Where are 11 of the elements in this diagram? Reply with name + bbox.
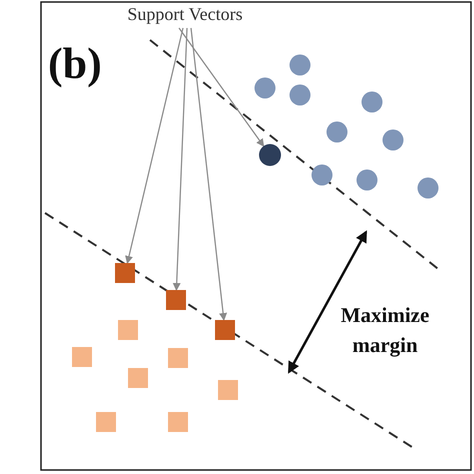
support-vector-point <box>115 263 135 283</box>
panel-label: (b) <box>48 38 102 89</box>
support-vector-point <box>259 144 281 166</box>
leader-line <box>178 28 264 147</box>
support-vector-point <box>215 320 235 340</box>
leader-line <box>125 28 184 264</box>
callout-text: Support Vectors <box>116 4 254 28</box>
leader-line <box>172 28 188 291</box>
support-vector-point <box>166 290 186 310</box>
annotation-text: Maximize margin <box>340 302 430 359</box>
leader-line <box>190 28 228 321</box>
